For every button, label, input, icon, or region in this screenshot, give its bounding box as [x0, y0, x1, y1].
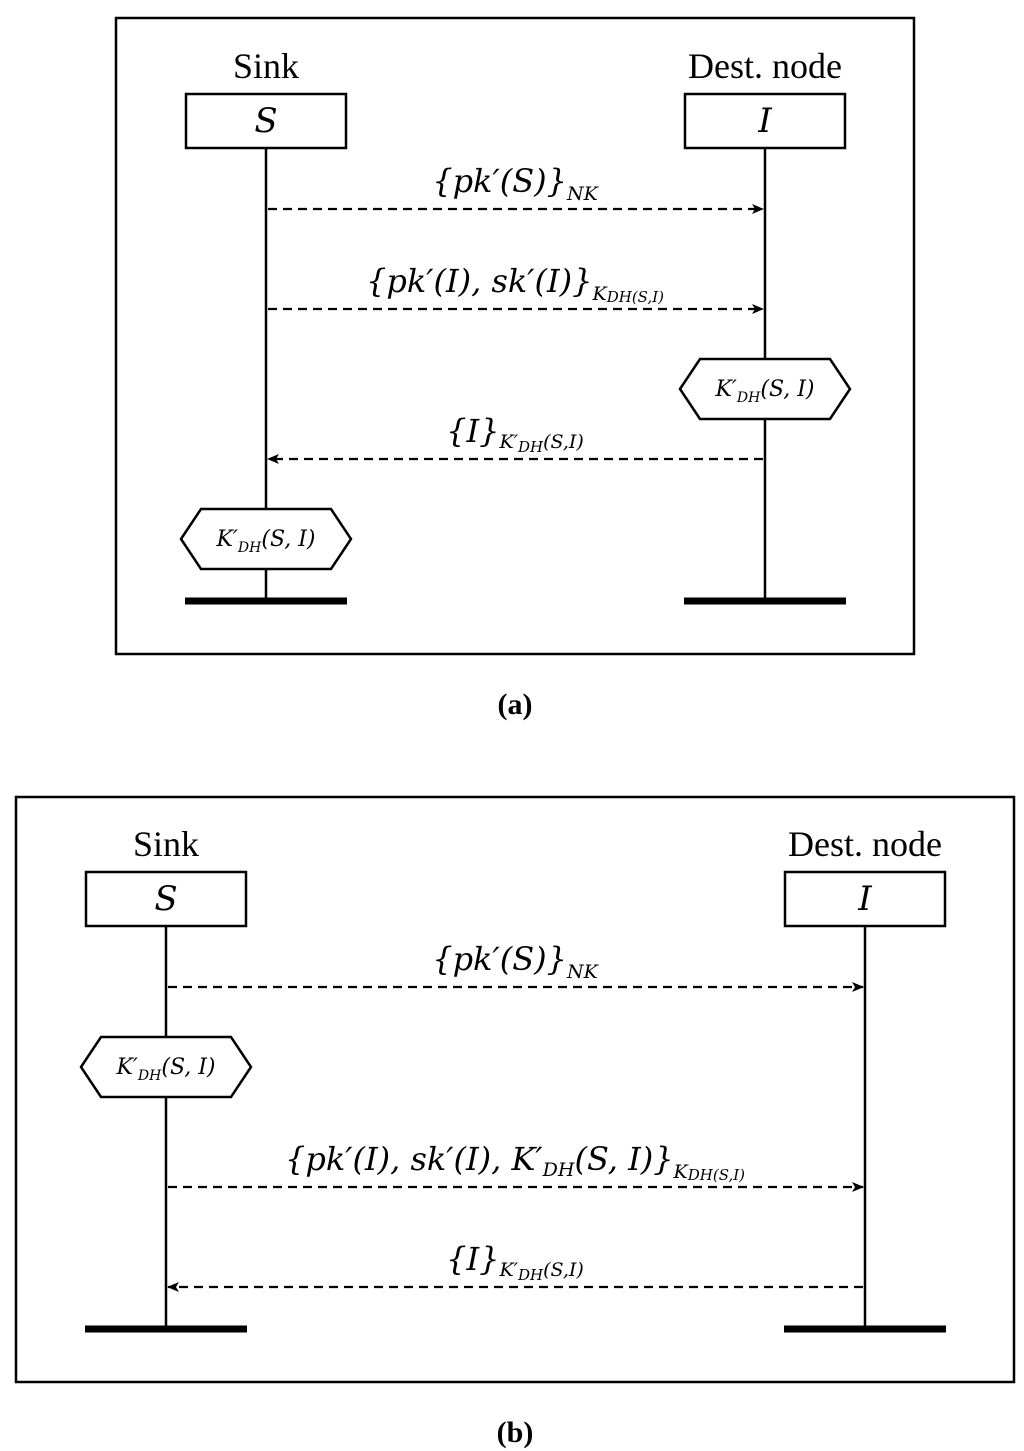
panel-a-message-3-label: {I}K′DH(S,I) — [446, 412, 584, 456]
panel-a-left-state-hexagon — [179, 507, 353, 571]
panel-b-left-state-hexagon — [79, 1035, 253, 1099]
panel-b-left-participant-box — [84, 870, 248, 928]
panel-a-message-1-label: {pk′(S)}NK — [432, 162, 599, 205]
panel-b-left-state-label: K′DH(S, I) — [115, 1055, 215, 1084]
panel-b: Sink Dest. node S I {pk′(S)}NK K′DH(S, I… — [14, 795, 1016, 1384]
panel-a-right-participant-box — [683, 92, 847, 150]
panel-a-right-state-label: K′DH(S, I) — [714, 377, 814, 406]
panel-a-caption: (a) — [498, 688, 533, 721]
panel-a-left-symbol: S — [254, 101, 277, 141]
panel-b-message-3-label: {I}K′DH(S,I) — [446, 1240, 584, 1284]
panel-b-frame — [14, 795, 1016, 1384]
panel-a-right-role: Dest. node — [688, 46, 842, 86]
panel-a-left-state-label: K′DH(S, I) — [215, 527, 315, 556]
panel-b-message-2-label: {pk′(I), sk′(I), K′DH(S, I)}KDH(S,I) — [285, 1140, 745, 1184]
panel-a-right-symbol: I — [757, 101, 772, 141]
panel-a-left-participant-box — [184, 92, 348, 150]
panel-b-message-1-label: {pk′(S)}NK — [432, 940, 599, 983]
panel-a-right-state-hexagon — [678, 357, 852, 421]
panel-b-left-role: Sink — [133, 824, 199, 864]
panel-a-left-role: Sink — [233, 46, 299, 86]
panel-b-right-symbol: I — [857, 879, 872, 919]
panel-b-right-role: Dest. node — [788, 824, 942, 864]
panel-b-right-participant-box — [783, 870, 947, 928]
panel-b-caption: (b) — [497, 1416, 534, 1449]
panel-b-left-symbol: S — [154, 879, 177, 919]
panel-a-frame — [114, 16, 916, 656]
panel-a: Sink Dest. node S I {pk′(S)}NK {pk′(I), … — [114, 16, 916, 656]
panel-a-message-2-label: {pk′(I), sk′(I)}KDH(S,I) — [366, 262, 664, 306]
